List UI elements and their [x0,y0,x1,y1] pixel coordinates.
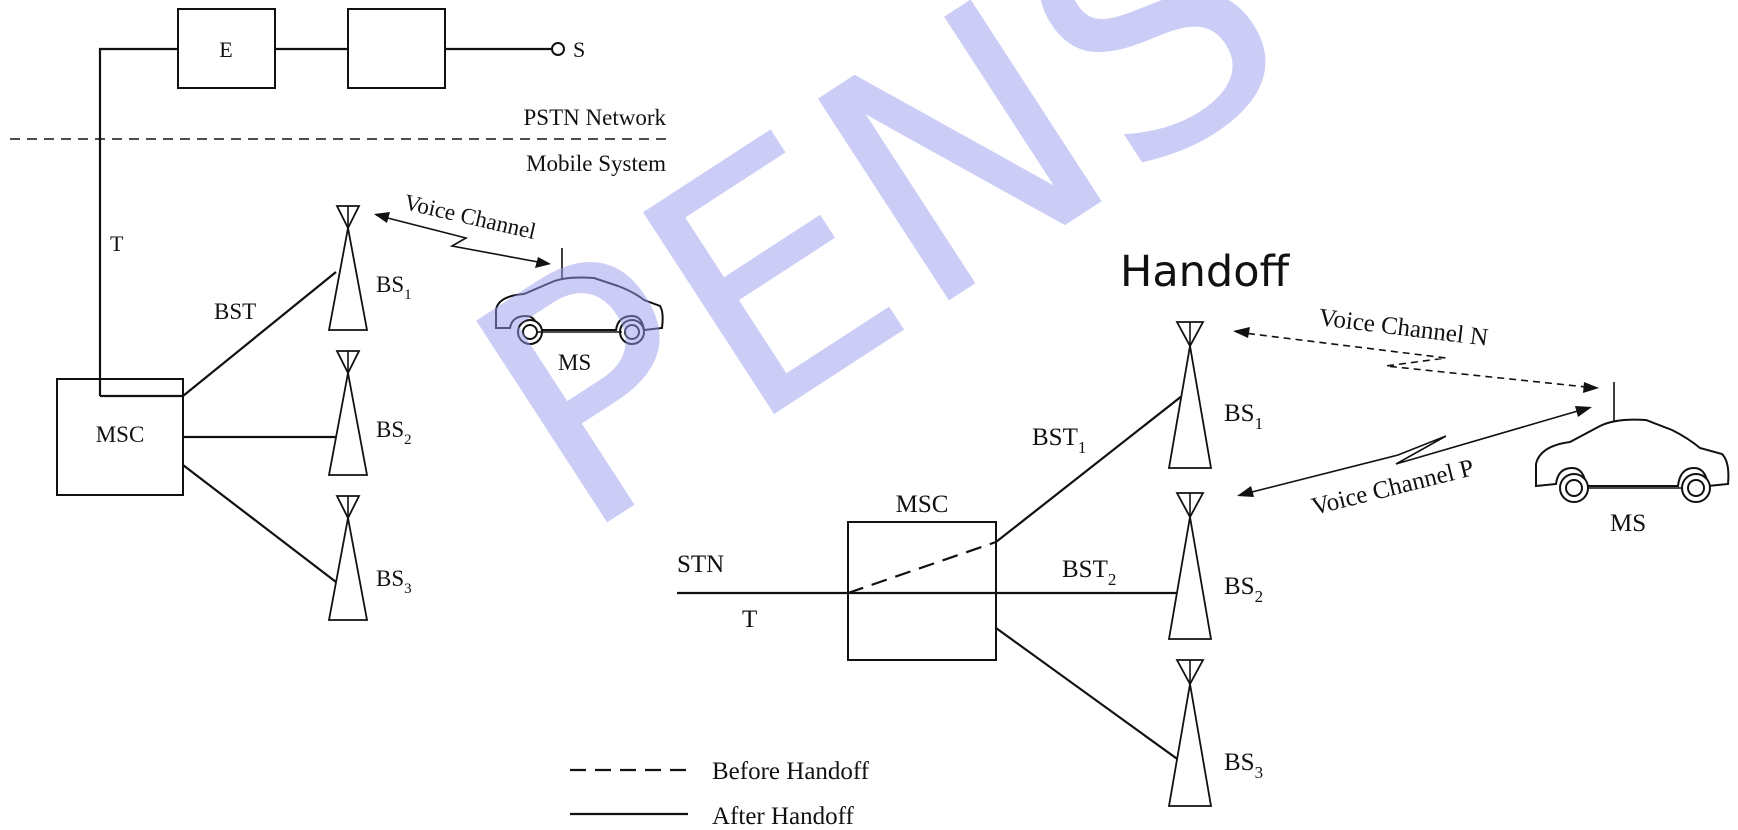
bs3-label-left: BS3 [376,566,412,597]
exchange-e-label: E [219,37,232,62]
ms-label-right: MS [1610,510,1646,537]
trunk-t-label: T [110,231,124,256]
bst1-line [995,391,1188,543]
bs2-label-left: BS2 [376,417,412,448]
stn-label: STN [677,551,724,578]
bst3-line [995,627,1188,767]
terminal-s-label: S [573,37,585,62]
legend-before-label: Before Handoff [712,758,870,785]
bs3-tower-right [1167,659,1213,807]
left-diagram: E S PSTN Network Mobile System T MSC BST [10,8,670,621]
bst-label: BST [214,299,256,324]
voice-channel-link-left [375,214,550,265]
pstn-trunk-line [98,47,178,396]
bst-line-bs3 [182,464,337,583]
bs3-label-right: BS3 [1224,749,1263,782]
pens-watermark: PENS [413,0,1347,605]
ms-label-left: MS [558,350,591,375]
voice-channel-n-link [1235,331,1597,389]
bs1-tower-left [327,205,369,331]
bs2-tower-left [327,350,369,476]
handoff-title: Handoff [1120,247,1291,297]
bs1-label-right: BS1 [1224,400,1263,433]
bst2-label: BST2 [1062,556,1116,589]
bs1-label-left: BS1 [376,272,412,303]
msc-box-right [847,521,997,661]
msc-label-left: MSC [96,422,145,447]
voice-channel-n-arrow-bs [1233,327,1250,338]
voice-channel-p-link [1239,407,1589,496]
before-handoff-path [847,540,997,595]
voice-channel-arrow-ms [535,257,551,268]
voice-channel-p-arrow-ms [1575,406,1592,417]
pstn-network-label: PSTN Network [524,105,667,130]
legend: Before Handoff After Handoff [570,758,870,830]
legend-after-label: After Handoff [712,803,855,830]
switch-box [347,8,446,89]
bs1-tower-right [1167,321,1213,469]
bst-line-bs1 [182,271,337,397]
bs3-tower-left [327,495,369,621]
terminal-s-circle [551,42,565,56]
trunk-t-label-right: T [742,606,757,633]
bs2-tower-right [1167,492,1213,640]
mobile-system-label: Mobile System [526,151,666,176]
bst1-label: BST1 [1032,424,1086,457]
bs2-label-right: BS2 [1224,573,1263,606]
voice-channel-n-arrow-ms [1583,382,1599,393]
voice-channel-n-label: Voice Channel N [1317,304,1489,352]
ms-car-right [1535,382,1730,503]
msc-label-right: MSC [896,491,949,518]
ms-car-left [495,248,664,345]
voice-channel-arrow-bs [374,212,390,223]
voice-channel-p-arrow-bs [1237,486,1254,497]
voice-channel-p-label: Voice Channel P [1309,454,1477,520]
